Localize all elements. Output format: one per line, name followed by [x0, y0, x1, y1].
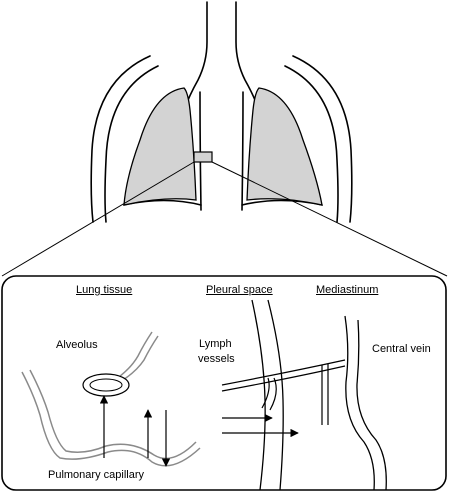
header-pleural-space: Pleural space — [206, 284, 273, 296]
parietal-pleura — [267, 299, 284, 491]
zoom-line-left — [1, 161, 195, 277]
label-alveolus: Alveolus — [56, 339, 98, 351]
mediastinum-right-edge — [241, 91, 244, 211]
pleura-lines — [251, 299, 387, 491]
alveolus-inner — [89, 378, 123, 392]
zoom-region-box — [193, 151, 213, 163]
mediastinum-left-edge — [199, 91, 202, 211]
chest-wall-right-outer — [292, 55, 353, 223]
flow-arrows — [99, 395, 299, 467]
label-lymph-vessels-line1: Lymph — [199, 338, 232, 350]
central-vein-wall — [356, 319, 387, 491]
trachea — [235, 1, 259, 109]
inset-panel — [1, 275, 447, 491]
lymph-vessels — [221, 359, 346, 425]
chest-wall-left-outer — [90, 55, 151, 223]
right-lung — [246, 87, 323, 206]
zoom-line-right — [211, 161, 448, 277]
chest-wall-right-inner — [284, 65, 339, 223]
mediastinal-wall — [344, 315, 375, 491]
header-mediastinum: Mediastinum — [316, 284, 379, 296]
chest-wall-left-inner — [104, 65, 159, 223]
label-pulmonary-capillary: Pulmonary capillary — [48, 469, 144, 481]
header-lung-tissue: Lung tissue — [76, 284, 133, 296]
pulmonary-capillary — [21, 331, 201, 467]
visceral-pleura — [251, 299, 266, 491]
trachea — [184, 1, 208, 109]
label-central-vein: Central vein — [372, 343, 431, 355]
label-lymph-vessels-line2: vessels — [198, 353, 235, 365]
left-lung — [123, 87, 197, 206]
